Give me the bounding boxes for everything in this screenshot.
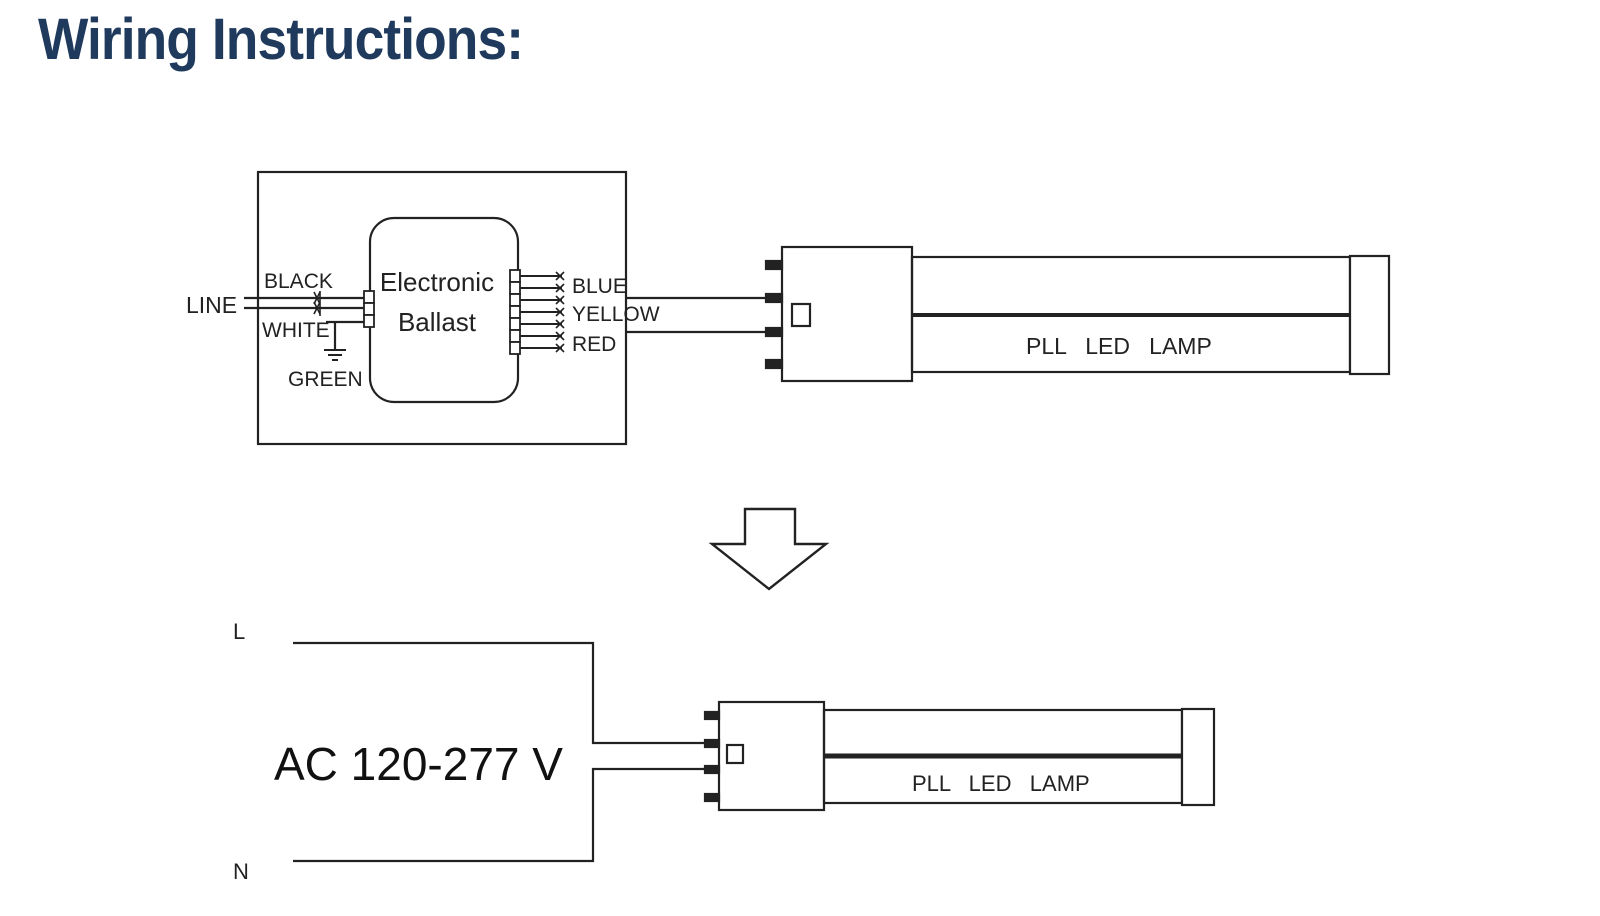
wire-label-green: GREEN bbox=[288, 368, 363, 391]
wire-label-black: BLACK bbox=[264, 270, 333, 293]
lamp-base-key bbox=[790, 302, 812, 328]
pll-led-lamp-top bbox=[764, 245, 1391, 383]
wire-label-white: WHITE bbox=[262, 319, 330, 342]
lamp-label-bottom: PLL LED LAMP bbox=[912, 771, 1090, 796]
n-label: N bbox=[233, 859, 249, 884]
lamp-pin bbox=[703, 764, 721, 775]
lamp-pin bbox=[764, 326, 784, 338]
l-label: L bbox=[233, 619, 245, 644]
lamp-pin bbox=[764, 358, 784, 370]
fixture-to-lamp-wires bbox=[626, 296, 770, 334]
lamp-base-key bbox=[725, 743, 745, 765]
ballast-label-line2: Ballast bbox=[398, 307, 477, 337]
page-title: Wiring Instructions: bbox=[38, 7, 524, 72]
lamp-label-top: PLL LED LAMP bbox=[1026, 333, 1212, 359]
wire-label-blue: BLUE bbox=[572, 275, 627, 298]
ballast-fixture: Electronic Ballast LINE BLACK WHITE GREE… bbox=[186, 170, 770, 446]
lamp-pin bbox=[703, 792, 721, 803]
wire-nut-marks bbox=[313, 291, 321, 316]
ballast-label-line1: Electronic bbox=[380, 267, 494, 297]
line-label: LINE bbox=[186, 292, 237, 318]
lamp-pin bbox=[703, 710, 721, 721]
direct-wires bbox=[293, 641, 706, 863]
pll-led-lamp-bottom bbox=[703, 700, 1216, 812]
lead-cut-marks bbox=[555, 271, 565, 353]
line-wires bbox=[244, 296, 364, 350]
ground-icon bbox=[324, 349, 346, 361]
lamp-end-cap bbox=[1180, 707, 1216, 807]
down-arrow-icon bbox=[708, 507, 830, 591]
wire-label-yellow: YELLOW bbox=[572, 303, 660, 326]
ballast-output-connector bbox=[509, 269, 521, 355]
lamp-end-cap bbox=[1348, 254, 1391, 376]
ballast-output-leads bbox=[520, 275, 562, 349]
voltage-label: AC 120-277 V bbox=[274, 738, 563, 790]
wire-label-red: RED bbox=[572, 333, 616, 356]
lamp-pin bbox=[703, 738, 721, 749]
ballast-input-connector bbox=[363, 290, 375, 328]
lamp-pin bbox=[764, 259, 784, 271]
lamp-pin bbox=[764, 292, 784, 304]
